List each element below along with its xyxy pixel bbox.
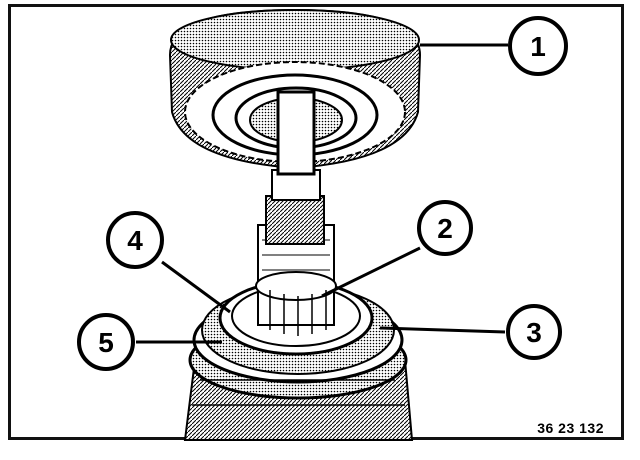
leader-line-4 <box>161 260 231 314</box>
callout-label-5: 5 <box>98 327 114 358</box>
callout-label-1: 1 <box>530 31 546 62</box>
callout-4: 4 <box>106 211 164 269</box>
callout-2: 2 <box>417 200 473 256</box>
upper-gear <box>168 8 422 176</box>
leader-lines <box>136 43 508 344</box>
callout-3: 3 <box>506 304 562 360</box>
callout-5: 5 <box>77 313 135 371</box>
leader-line-3 <box>379 326 506 334</box>
callout-label-4: 4 <box>127 225 143 256</box>
reference-code: 36 23 132 <box>537 420 604 436</box>
callout-label-2: 2 <box>437 213 453 244</box>
callout-label-3: 3 <box>526 317 542 348</box>
leader-line-2 <box>321 246 421 298</box>
callout-1: 1 <box>508 16 568 76</box>
